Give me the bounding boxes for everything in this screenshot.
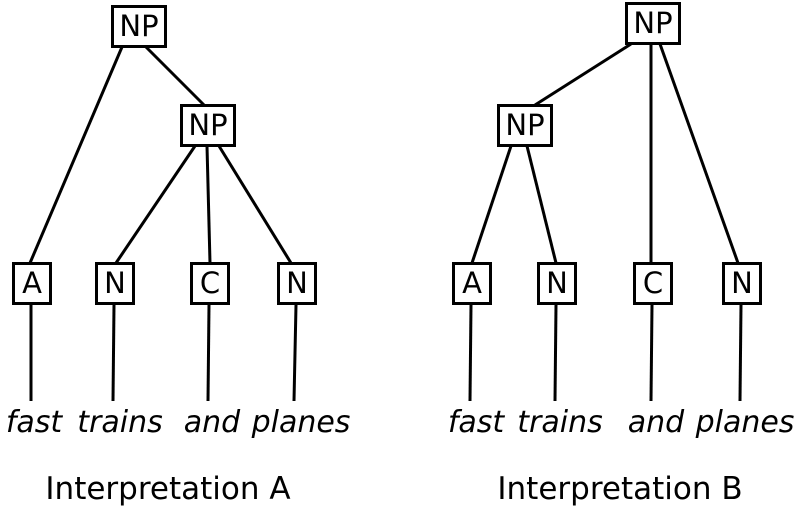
tree-a-word-line-planes <box>292 304 298 402</box>
tree-b-word-line-trains <box>553 304 558 402</box>
tree-b-word-trains: trains <box>517 405 603 440</box>
tree-a-leaf-a-node: A <box>12 262 52 305</box>
tree-a-leaf-n2-node: N <box>277 262 317 305</box>
tree-b-word-fast: fast <box>447 405 505 440</box>
tree-b-leaf-c-node: C <box>633 262 673 305</box>
tree-b-word-planes: planes <box>695 405 795 440</box>
tree-b-leaf-n1-node: N <box>537 262 577 305</box>
tree-a-edge-inner-np-to-n1 <box>114 145 197 264</box>
tree-b-leaf-a-node: A <box>452 262 492 305</box>
tree-b-root-np-node: NP <box>625 2 681 45</box>
tree-a-root-np-node: NP <box>111 5 167 48</box>
tree-a-leaf-n1-node: N <box>95 262 135 305</box>
tree-a-word-and: and <box>183 405 241 440</box>
tree-b-word-line-fast <box>468 304 473 402</box>
tree-a-word-line-trains <box>111 304 116 402</box>
tree-b-word-line-and <box>649 304 654 402</box>
tree-a-edge-root-to-inner-np <box>144 45 206 107</box>
tree-a-word-fast: fast <box>5 405 63 440</box>
tree-a-edge-inner-np-to-c <box>205 145 212 264</box>
tree-a-inner-np-node: NP <box>180 104 236 147</box>
tree-a-word-planes: planes <box>251 405 351 440</box>
tree-b-edge-root-to-n2 <box>658 43 740 264</box>
tree-a-word-line-and <box>206 304 211 402</box>
tree-b-inner-np-node: NP <box>497 104 553 147</box>
tree-a-caption: Interpretation A <box>45 471 291 507</box>
tree-a-word-trains: trains <box>77 405 163 440</box>
tree-a-leaf-c-node: C <box>190 262 230 305</box>
tree-b-edge-root-to-inner-np <box>534 42 632 107</box>
tree-a-edge-root-to-a <box>28 46 124 264</box>
tree-a-edge-inner-np-to-n2 <box>217 145 293 264</box>
tree-b-edge-inner-np-to-n1 <box>525 145 558 264</box>
tree-b-caption: Interpretation B <box>497 471 743 507</box>
tree-b-word-line-planes <box>738 304 743 402</box>
tree-b-leaf-n2-node: N <box>722 262 762 305</box>
tree-b-edge-inner-np-to-a <box>470 145 513 264</box>
tree-b-word-and: and <box>627 405 685 440</box>
